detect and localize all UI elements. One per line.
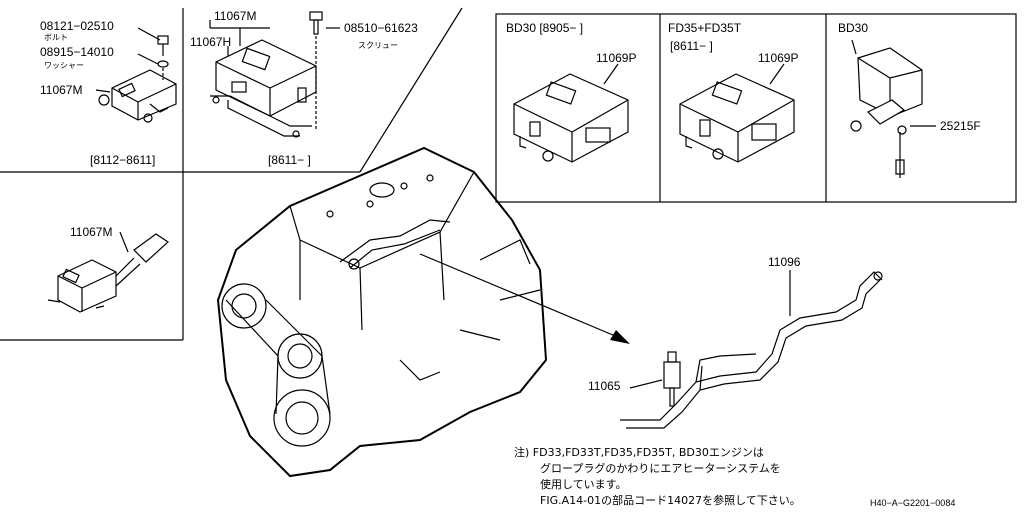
panel1-unit-drawing [513,63,629,163]
frame-lines [0,7,1017,341]
screw-name-label: スクリュー [358,41,398,50]
panel3-engine-label: BD30 [838,21,868,35]
date-left-label: [8112−8611] [90,153,155,167]
relay-center-drawing [209,11,340,138]
labels: 08121−02510 ボルト 08915−14010 ワッシャー 11067M… [40,9,981,393]
relay-center-label: 11067M [214,9,256,23]
panel2-part-label: 11069P [758,51,798,65]
detail-arrow [419,253,630,344]
holder-center-label: 11067H [190,35,231,49]
panel1-part-label: 11069P [596,51,636,65]
note-line-3: 使用しています。 [540,478,627,491]
panel3-relay-drawing [850,39,936,178]
note-line-2: グロープラグのかわりにエアヒーターシステムを [540,461,781,475]
relay-lower-drawing [47,231,169,313]
panel2-engine-label: FD35+FD35T [668,21,742,35]
relay-lower-label: 11067M [70,225,112,239]
figure-code: H40−A−G2201−0084 [870,498,955,508]
relay-left-label: 11067M [40,83,82,97]
panel1-engine-label: BD30 [8905− ] [506,21,583,35]
date-center-label: [8611− ] [268,153,311,167]
note-line-1: 注) FD33,FD33T,FD35,FD35T, BD30エンジンは [514,445,764,459]
panel2-date-label: [8611− ] [670,39,713,53]
panel2-unit-drawing [679,63,795,163]
plug-label: 11065 [588,379,621,393]
bolt-name-label: ボルト [44,33,68,42]
bolt-number-label: 08121−02510 [40,19,114,33]
engine-drawing [216,146,548,478]
washer-number-label: 08915−14010 [40,45,114,59]
note-line-4: FIG.A14-01の部品コード14027を参照して下さい。 [540,493,801,507]
panel3-part-label: 25215F [940,119,981,133]
harness-drawing [620,270,883,429]
washer-name-label: ワッシャー [44,61,84,70]
screw-number-label: 08510−61623 [344,21,418,35]
harness-label: 11096 [768,255,801,269]
footnote: 注) FD33,FD33T,FD35,FD35T, BD30エンジンは グロープ… [514,445,955,508]
relay-left-drawing [95,27,177,123]
